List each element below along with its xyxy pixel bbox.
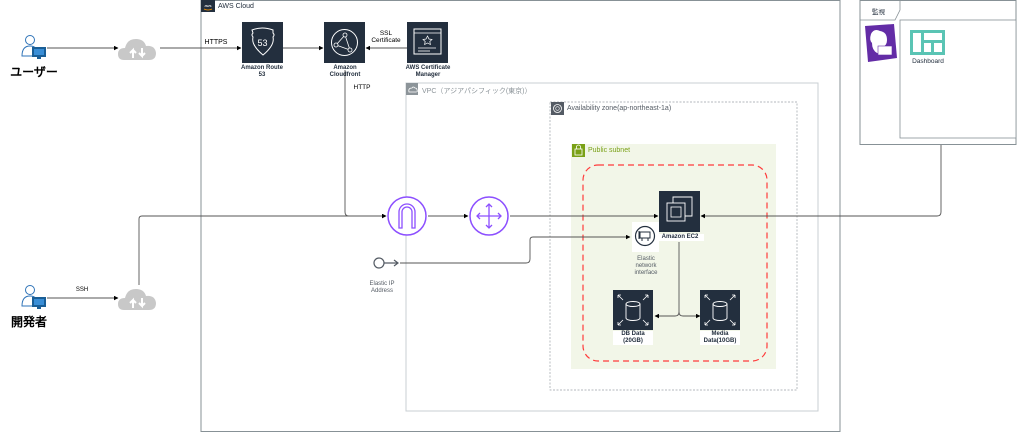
edge-eip-eni bbox=[400, 234, 631, 264]
datadog-icon bbox=[865, 24, 897, 62]
eip-label-line2: Address bbox=[370, 287, 393, 294]
aws-cloud-logo-icon: aws bbox=[201, 0, 215, 12]
db-label-line2: (20GB) bbox=[623, 337, 643, 344]
cloudfront-label-line1: Amazon bbox=[333, 65, 357, 71]
connectors bbox=[47, 45, 942, 319]
aws-cloud-label: AWS Cloud bbox=[218, 3, 254, 10]
acm-label-line2: Manager bbox=[415, 71, 441, 78]
monitoring-group bbox=[859, 0, 1017, 145]
http-label: HTTP bbox=[353, 84, 371, 91]
developer-icon bbox=[21, 285, 46, 309]
acm-label: AWS Certificate Manager bbox=[397, 65, 459, 79]
user-label: ユーザー bbox=[10, 65, 58, 79]
media-label: Media Data(10GB) bbox=[700, 331, 740, 345]
route53-label-line1: Amazon Route bbox=[241, 65, 283, 71]
router-icon bbox=[469, 196, 509, 236]
vpc-cloud-icon bbox=[406, 83, 418, 95]
eni-label-line3: interface bbox=[634, 269, 658, 276]
acm-label-line1: AWS Certificate bbox=[405, 65, 451, 71]
dashboard-icon bbox=[910, 30, 945, 55]
vpc-group bbox=[405, 82, 819, 412]
route53-label-line2: 53 bbox=[258, 71, 266, 78]
internet-gateway-icon bbox=[387, 196, 427, 236]
route53-icon: 53 bbox=[242, 22, 283, 63]
availability-zone-group bbox=[549, 101, 798, 391]
az-icon bbox=[551, 102, 564, 115]
ssl-label-line2: Certificate bbox=[371, 37, 401, 45]
lock-icon bbox=[572, 144, 585, 157]
svg-text:53: 53 bbox=[257, 38, 267, 48]
svg-text:aws: aws bbox=[204, 3, 211, 8]
ec2-icon bbox=[659, 191, 700, 232]
https-label: HTTPS bbox=[204, 39, 228, 46]
monitoring-label: 監視 bbox=[872, 9, 885, 16]
vpc-label: VPC（アジアパシフィック(東京)） bbox=[422, 88, 532, 95]
db-label: DB Data (20GB) bbox=[613, 331, 653, 345]
elastic-ip-icon bbox=[373, 257, 399, 269]
public-subnet-group bbox=[571, 144, 776, 369]
eni-label-line2: network bbox=[635, 262, 657, 269]
ec2-label: Amazon EC2 bbox=[656, 234, 704, 241]
eip-label-line1: Elastic IP bbox=[369, 281, 395, 287]
az-label: Availability zone(ap-northeast-1a) bbox=[567, 105, 672, 112]
ssl-label: SSL Certificate bbox=[366, 30, 406, 45]
ssl-label-line1: SSL bbox=[379, 30, 393, 37]
eip-label: Elastic IP Address bbox=[362, 281, 402, 295]
cloudfront-icon bbox=[324, 22, 365, 63]
eni-label-line1: Elastic bbox=[637, 256, 655, 262]
subnet-label: Public subnet bbox=[588, 147, 631, 154]
edge-cloudfront-igw bbox=[344, 70, 387, 219]
network-interface-icon bbox=[632, 222, 659, 252]
media-label-line1: Media bbox=[711, 331, 729, 337]
dashboard-label: Dashboard bbox=[912, 58, 944, 65]
ssh-label: SSH bbox=[75, 287, 89, 293]
media-storage-icon bbox=[700, 290, 740, 330]
user-icon bbox=[21, 35, 46, 59]
edge-monitoring-ec2 bbox=[700, 145, 942, 219]
cloudfront-label: Amazon Cloudfront bbox=[315, 65, 375, 79]
eni-label: Elastic network interface bbox=[625, 256, 667, 277]
certificate-manager-icon bbox=[407, 22, 448, 63]
internet-cloud-icon-dev bbox=[118, 289, 156, 310]
ec2-group-dashed bbox=[582, 164, 768, 362]
edge-internet-igw bbox=[138, 213, 387, 285]
db-label-line1: DB Data bbox=[621, 331, 645, 337]
db-storage-icon bbox=[613, 290, 653, 330]
developer-label: 開発者 bbox=[10, 315, 47, 329]
route53-label: Amazon Route 53 bbox=[232, 65, 292, 79]
cloudfront-label-line2: Cloudfront bbox=[329, 71, 361, 78]
internet-cloud-icon bbox=[118, 39, 156, 60]
media-label-line2: Data(10GB) bbox=[703, 337, 737, 344]
